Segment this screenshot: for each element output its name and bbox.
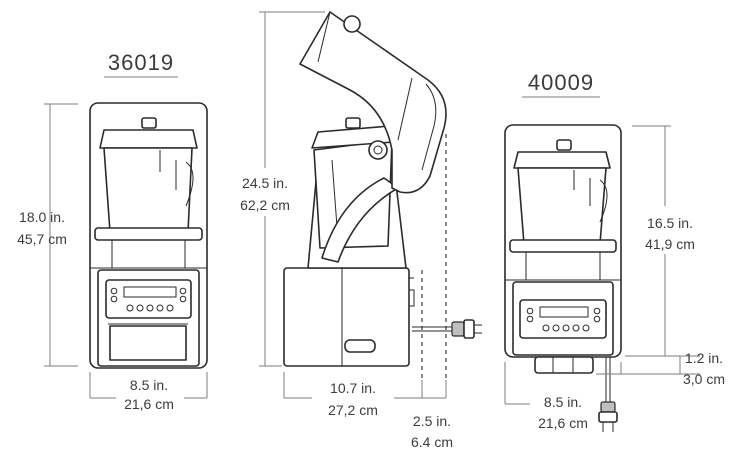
right-width-imperial: 8.5 in.: [544, 394, 582, 410]
left-height-metric: 45,7 cm: [17, 231, 67, 247]
right-base-imperial: 1.2 in.: [685, 350, 723, 366]
left-width-imperial: 8.5 in.: [130, 377, 168, 393]
model-40009-label: 40009: [528, 70, 594, 95]
right-width-dimension: [504, 362, 622, 405]
right-base-dimension: [596, 356, 700, 375]
center-height-label-bg: [226, 168, 306, 216]
blender-40009-illustration: [504, 124, 622, 432]
right-width-metric: 21,6 cm: [538, 415, 588, 431]
right-height-label-bg: [640, 206, 700, 254]
right-base-metric: 3,0 cm: [683, 371, 725, 387]
center-depth-imperial: 10.7 in.: [330, 380, 376, 396]
control-buttons-36019: [110, 287, 187, 312]
model-36019-label: 36019: [108, 50, 174, 75]
left-height-imperial: 18.0 in.: [19, 209, 65, 225]
center-depth-dimension: [283, 372, 423, 399]
blender-36019-illustration: [89, 102, 208, 369]
left-height-dimension: [44, 103, 78, 367]
center-depth-metric: 27,2 cm: [328, 402, 378, 418]
center-height-imperial: 24.5 in.: [242, 175, 288, 191]
left-width-metric: 21,6 cm: [124, 396, 174, 412]
center-clearance-metric: 6.4 cm: [411, 434, 453, 450]
blender-open-cover-illustration: [283, 11, 482, 367]
left-width-dimension: [89, 372, 208, 399]
right-height-imperial: 16.5 in.: [647, 215, 693, 231]
center-clearance-dimension: [422, 380, 447, 399]
right-height-metric: 41,9 cm: [645, 236, 695, 252]
control-buttons-40009: [526, 307, 601, 332]
center-clearance-imperial: 2.5 in.: [413, 413, 451, 429]
center-height-metric: 62,2 cm: [240, 197, 290, 213]
